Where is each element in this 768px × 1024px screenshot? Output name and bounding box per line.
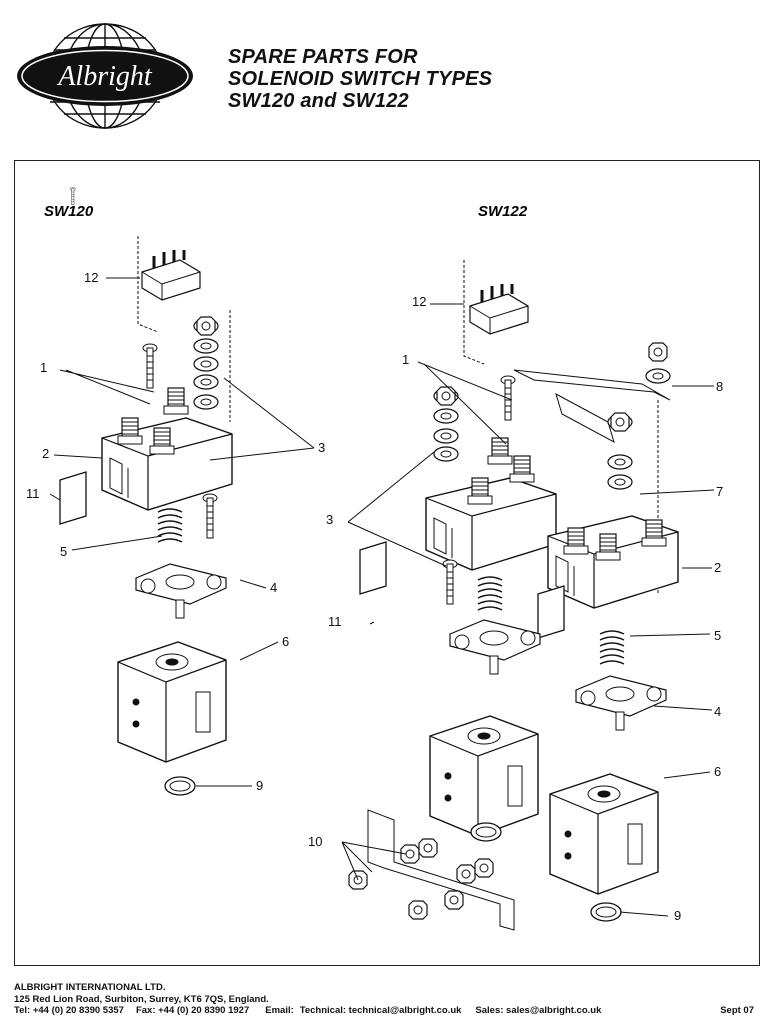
footer-sales-email[interactable]: Sales: sales@albright.co.uk — [475, 1005, 602, 1016]
sw122-label-8: 8 — [716, 379, 723, 394]
sw122-label-12: 12 — [412, 294, 426, 309]
sw120-label-12: 12 — [84, 270, 98, 285]
sw122-label-5: 5 — [714, 628, 721, 643]
sw122-label-4: 4 — [714, 704, 721, 719]
footer: ALBRIGHT INTERNATIONAL LTD. 125 Red Lion… — [14, 982, 754, 1017]
sw120-assembly — [49, 186, 315, 796]
sw122-labels: 12 1 8 7 3 2 11 5 4 6 10 9 — [308, 294, 723, 923]
title-line-3: SW120 and SW122 — [228, 90, 409, 112]
sw122-label-7: 7 — [716, 484, 723, 499]
albright-logo: Albright — [17, 23, 193, 129]
footer-fax: Fax: +44 (0) 20 8390 1927 — [135, 1005, 250, 1016]
footer-address: 125 Red Lion Road, Surbiton, Surrey, KT6… — [14, 993, 269, 1005]
logo-text: Albright — [56, 61, 153, 92]
sw120-label-11: 11 — [26, 486, 40, 501]
sw120-label-4: 4 — [270, 580, 277, 595]
sw122-label-2: 2 — [714, 560, 721, 575]
sw120-label-2: 2 — [42, 446, 49, 461]
title-line-1: SPARE PARTS FOR — [228, 46, 418, 68]
footer-company: ALBRIGHT INTERNATIONAL LTD. — [14, 982, 166, 993]
sw122-assembly — [341, 260, 715, 931]
sw120-label-9: 9 — [256, 778, 263, 793]
footer-tel: Tel: +44 (0) 20 8390 5357 — [14, 1005, 124, 1016]
diagram-frame — [14, 160, 760, 966]
sw122-label-1: 1 — [402, 352, 409, 367]
sw120-labels: 12 1 2 3 11 5 4 6 9 — [26, 270, 325, 793]
sw120-label-1: 1 — [40, 360, 47, 375]
sw122-label-6: 6 — [714, 764, 721, 779]
sw122-label-9: 9 — [674, 908, 681, 923]
sw120-label-5: 5 — [60, 544, 67, 559]
sw122-label-10: 10 — [308, 834, 322, 849]
sw122-label-3: 3 — [326, 512, 333, 527]
sw122-heading: SW122 — [478, 203, 528, 220]
footer-technical-email[interactable]: Technical: technical@albright.co.uk — [299, 1005, 462, 1016]
title-line-2: SOLENOID SWITCH TYPES — [228, 68, 493, 90]
sw120-label-3: 3 — [318, 440, 325, 455]
page-title: SPARE PARTS FOR SOLENOID SWITCH TYPES SW… — [228, 46, 492, 112]
sw120-label-6: 6 — [282, 634, 289, 649]
exploded-parts-diagram: SW120 SW122 12 1 2 3 11 5 4 6 9 — [26, 186, 723, 931]
footer-email-label: Email: — [265, 1005, 294, 1016]
footer-date: Sept 07 — [720, 1005, 754, 1016]
sw120-heading: SW120 — [44, 203, 94, 220]
sw122-label-11: 11 — [328, 614, 342, 629]
